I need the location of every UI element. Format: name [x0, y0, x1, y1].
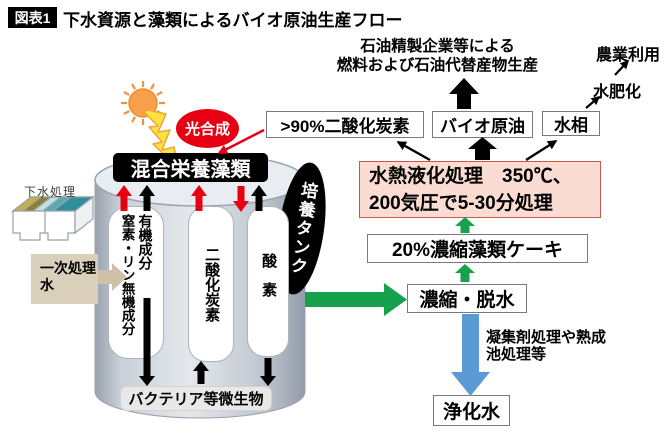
- coagulation-note: 凝集剤処理や熟成 池処理等: [486, 329, 607, 363]
- refinery-line1: 石油精製企業等による: [360, 38, 515, 55]
- sewage-plant-icon: [11, 195, 95, 241]
- pill-co2: 二酸化炭素: [188, 206, 234, 362]
- sewage-treatment-label: 下水処理: [24, 185, 77, 199]
- fertilizer-label: 水肥化: [593, 84, 642, 101]
- agriculture-label: 農業利用: [596, 47, 661, 64]
- htl-line2: 200気圧で5-30分処理: [369, 192, 553, 214]
- water-phase-box: 水相: [542, 111, 600, 136]
- bacteria-box: バクテリア等微生物: [120, 386, 272, 411]
- purified-water-box: 浄化水: [433, 395, 510, 426]
- refinery-line2: 燃料および石油代替産物生産: [336, 57, 539, 74]
- bio-crude-box: バイオ原油: [432, 111, 533, 138]
- pill-oxygen: 酸素: [247, 206, 289, 357]
- coag-line2: 池処理等: [486, 345, 547, 363]
- mixotrophic-algae-bar: 混合栄養藻類: [113, 153, 268, 182]
- refinery-output-text: 石油精製企業等による 燃料および石油代替産物生産: [325, 37, 550, 75]
- oxygen-text: 酸素: [260, 252, 278, 311]
- page-title: 下水資源と藻類によるバイオ原油生産フロー: [63, 11, 403, 30]
- photosynthesis-ellipse: 光合成: [176, 109, 239, 148]
- pill-nutrients: 窒素・リン無機成分 有機成分: [108, 206, 164, 359]
- figure-label-chip: 図表1: [8, 7, 57, 28]
- primary-water-box: 一次処理水: [31, 254, 98, 304]
- co2-text: 二酸化炭素: [203, 246, 221, 322]
- nutrients-text: 窒素・リン無機成分: [119, 214, 135, 336]
- algae-cake-box: 20%濃縮藻類ケーキ: [367, 234, 588, 263]
- htl-process-box: 水熱液化処理 350℃、 200気圧で5-30分処理: [359, 161, 601, 218]
- coag-line1: 凝集剤処理や熟成: [486, 329, 607, 346]
- co2-output-box: >90%二酸化炭素: [266, 111, 424, 138]
- dewater-box: 濃縮・脱水: [407, 284, 527, 313]
- htl-line1: 水熱液化処理 350℃、: [369, 165, 572, 187]
- organic-text: 有機成分: [137, 214, 154, 270]
